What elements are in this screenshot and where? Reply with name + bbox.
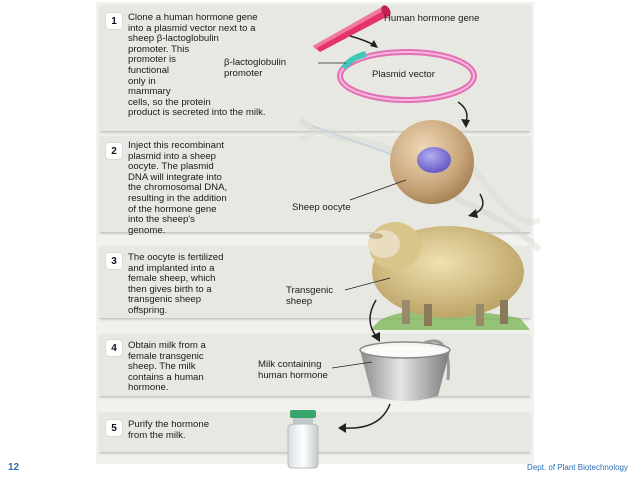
transgenic-sheep-icon: [368, 222, 530, 330]
label-human-hormone-gene: Human hormone gene: [384, 13, 480, 24]
label-promoter: β-lactoglobulin promoter: [224, 57, 287, 79]
arrow-head-2: [461, 119, 470, 128]
label-sheep-oocyte: Sheep oocyte: [292, 202, 351, 213]
label-transgenic-sheep: Transgenic sheep: [286, 285, 334, 307]
milk-leader-line: [331, 361, 373, 369]
sheep-leader-line: [344, 277, 391, 291]
plasmid-vector-icon: [337, 49, 477, 103]
step-4-text: Obtain milk from a female transgenic she…: [128, 340, 206, 394]
step-4-panel: 4 Obtain milk from a female transgenic s…: [100, 334, 530, 397]
human-hormone-gene-icon: [313, 5, 391, 52]
arrow-head-4: [371, 332, 380, 342]
step-4-number: 4: [106, 340, 122, 356]
label-plasmid-vector: Plasmid vector: [372, 69, 435, 80]
step-3-number: 3: [106, 253, 122, 269]
oocyte-leader-line: [349, 179, 407, 201]
step-5-text: Purify the hormone from the milk.: [128, 419, 210, 441]
department-label: Dept. of Plant Biotechnology: [527, 463, 628, 472]
label-milk: Milk containing human hormone: [258, 359, 328, 381]
step-1-text: Clone a human hormone gene into a plasmi…: [128, 12, 266, 119]
hormone-vial-icon: [287, 410, 319, 469]
arrow-head-3: [468, 209, 478, 218]
step-2-text: Inject this recombinant plasmid into a s…: [128, 140, 228, 236]
arrow-sheep-to-milk: [369, 299, 377, 337]
sheep-oocyte-icon: [390, 120, 474, 204]
step-3-text: The oocyte is fertilized and implanted i…: [128, 252, 224, 316]
step-1-panel: 1 Clone a human hormone gene into a plas…: [100, 5, 530, 132]
injection-needle: [311, 125, 397, 157]
arrow-milk-to-vial: [343, 403, 391, 429]
step-2-number: 2: [106, 143, 122, 159]
milk-bucket-icon: [359, 339, 451, 401]
slide-number: 12: [8, 462, 20, 473]
arrow-plasmid-to-oocyte: [457, 101, 468, 123]
step-1-number: 1: [106, 13, 122, 29]
arrow-head-5: [338, 423, 346, 433]
arrow-head-1: [370, 40, 378, 48]
step-5-number: 5: [106, 420, 122, 436]
